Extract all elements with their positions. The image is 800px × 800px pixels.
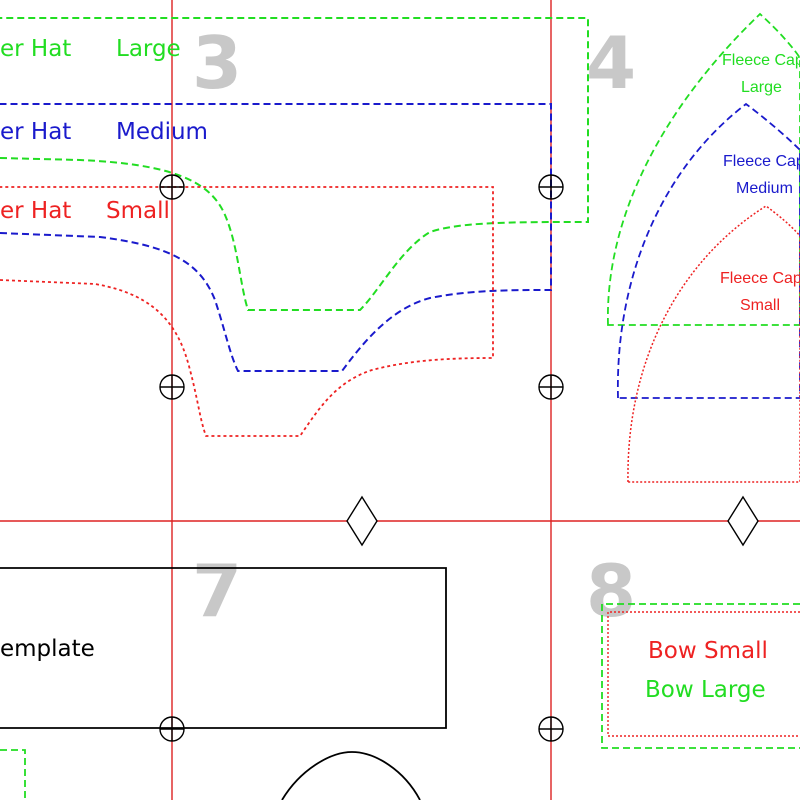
- crosshair-circle-icon: [159, 174, 185, 200]
- pattern-piece-green-fragment: [0, 749, 26, 800]
- hat-label-large-name: er Hat: [0, 36, 71, 62]
- hat-pattern-small: [0, 186, 494, 437]
- hat-label-medium-size: Medium: [116, 119, 208, 145]
- page-number-7: 7: [192, 549, 242, 633]
- hat-label-medium-name: er Hat: [0, 119, 71, 145]
- bow-pattern-large: [601, 603, 800, 749]
- page-number-4: 4: [586, 21, 636, 105]
- cap-label-large-size: Large: [741, 79, 782, 96]
- cap-pattern-medium: [617, 102, 800, 399]
- cap-label-small-size: Small: [740, 297, 780, 314]
- page-number-8: 8: [586, 549, 636, 633]
- pattern-piece-arc: [281, 751, 421, 800]
- crosshair-circle-icon: [159, 374, 185, 400]
- bow-label-small: Bow Small: [648, 638, 768, 664]
- hat-label-large-size: Large: [116, 36, 181, 62]
- bow-pattern-small: [607, 611, 800, 737]
- hat-pattern-medium: [0, 103, 552, 372]
- hat-label-small-size: Small: [106, 198, 170, 224]
- hat-label-small-name: er Hat: [0, 198, 71, 224]
- cap-label-large-name: Fleece Cap: [722, 52, 800, 69]
- cap-pattern-small: [627, 205, 800, 483]
- bow-label-large: Bow Large: [645, 677, 766, 703]
- crosshair-circle-icon: [538, 716, 564, 742]
- template-outline: [0, 567, 447, 729]
- crosshair-circle-icon: [538, 174, 564, 200]
- hat-pattern-large: [0, 17, 589, 311]
- cap-pattern-large: [607, 12, 800, 326]
- template-label: emplate: [0, 636, 95, 662]
- page-number-3: 3: [192, 21, 242, 105]
- diamond-icon: [727, 495, 759, 547]
- crosshair-circle-icon: [538, 374, 564, 400]
- cap-label-medium-size: Medium: [736, 180, 793, 197]
- cap-label-medium-name: Fleece Cap: [723, 153, 800, 170]
- diamond-icon: [346, 495, 378, 547]
- crosshair-circle-icon: [159, 716, 185, 742]
- cap-label-small-name: Fleece Cap: [720, 270, 800, 287]
